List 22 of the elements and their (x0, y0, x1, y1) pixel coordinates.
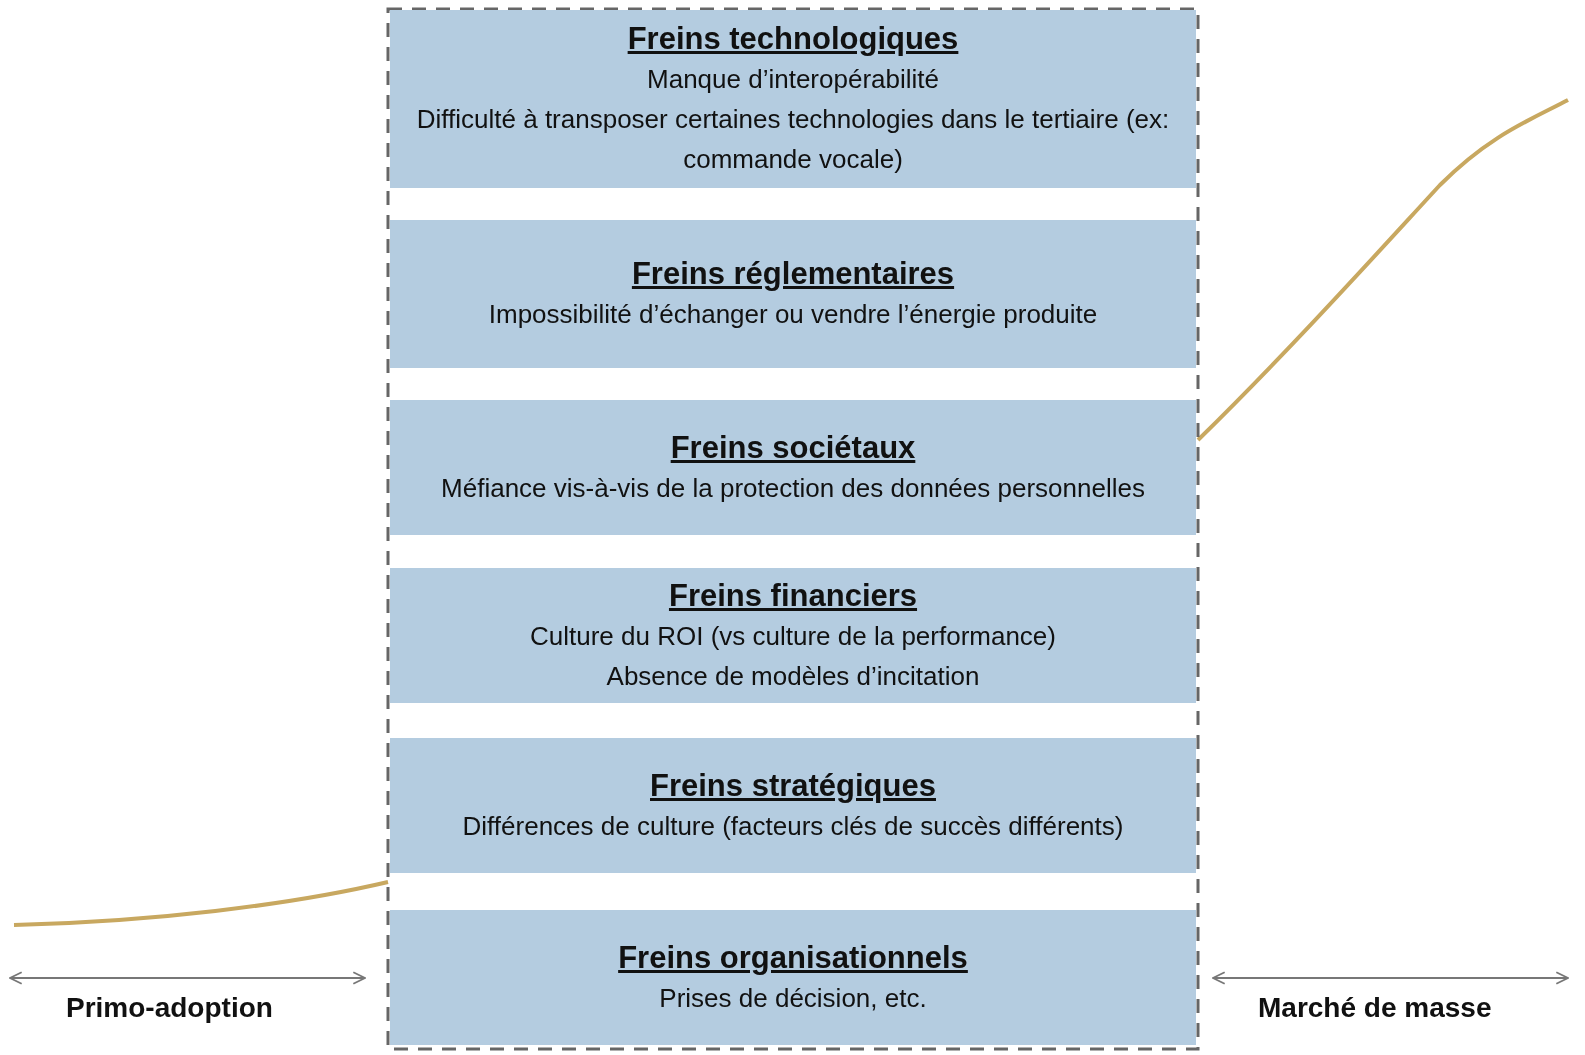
category-box (390, 400, 1196, 535)
phase-label: Primo-adoption (66, 992, 273, 1024)
box-heading: Freins organisationnels (618, 938, 968, 977)
box-text: Manque d’interopérabilité (647, 63, 939, 96)
box-text: Impossibilité d’échanger ou vendre l’énergie produite (488, 298, 1098, 331)
box-text: Méfiance vis-à-vis de la protection des données personnelles (441, 471, 1145, 505)
category-box (390, 910, 1196, 1045)
box-heading: Freins réglementaires (631, 255, 955, 293)
category-box (390, 220, 1196, 368)
box-text: Difficulté à transposer certaines technologies dans le tertiaire (ex: commande vocale) (415, 103, 1171, 176)
box-heading: Freins sociétaux (670, 428, 916, 467)
box-heading: Freins technologiques (627, 20, 959, 58)
category-box (390, 738, 1196, 873)
box-text: Différences de culture (facteurs clés de succès différents) (462, 809, 1124, 843)
category-box (390, 568, 1196, 703)
box-heading: Freins stratégiques (650, 766, 936, 805)
box-heading: Freins financiers (668, 576, 918, 615)
phase-label: Marché de masse (1258, 992, 1492, 1024)
box-text: Absence de modèles d’incitation (606, 659, 980, 693)
box-text: Prises de décision, etc. (659, 981, 927, 1015)
box-text: Culture du ROI (vs culture de la performance) (530, 619, 1056, 653)
category-box (390, 10, 1196, 188)
